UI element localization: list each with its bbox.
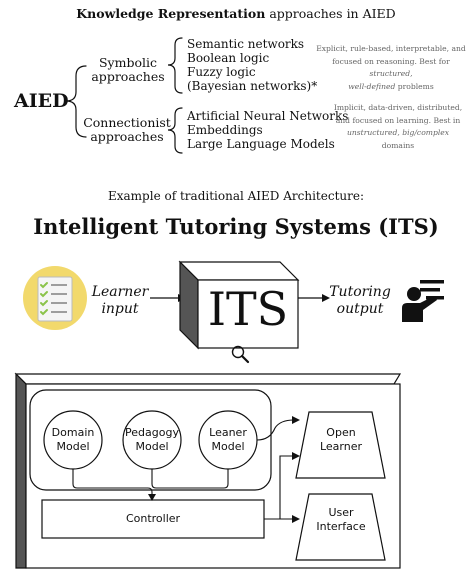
connectionist-approaches-label: Connectionist approaches <box>82 116 172 144</box>
symbolic-desc-line: Explicit, rule-based, interpretable, and <box>316 44 466 53</box>
user-interface-line: Interface <box>316 520 366 533</box>
domain-model-label: Domain Model <box>44 426 102 454</box>
user-interface-label: User Interface <box>298 506 384 534</box>
tutoring-output-line: output <box>336 301 384 317</box>
learner-input-label: Learner input <box>90 284 150 318</box>
learner-input-line: Learner <box>91 284 149 300</box>
user-interface-line: User <box>328 506 354 519</box>
pedagogy-model-line: Model <box>135 440 169 453</box>
open-learner-label: Open Learner <box>298 426 384 454</box>
connectionist-label-line1: Connectionist <box>83 115 171 130</box>
controller-box <box>41 499 265 539</box>
learner-input-line: input <box>101 301 139 317</box>
frame-side-face <box>15 372 27 569</box>
symbolic-description: Explicit, rule-based, interpretable, and… <box>312 43 470 93</box>
architecture-diagram <box>14 372 402 569</box>
symbolic-label-line2: approaches <box>91 69 165 84</box>
header-title-rest: approaches in AIED <box>265 6 396 21</box>
learner-to-open-arrow <box>256 419 295 441</box>
example-caption: Example of traditional AIED Architecture… <box>108 189 364 203</box>
symbolic-brace <box>167 37 183 94</box>
domain-model-line: Domain <box>51 426 95 439</box>
connectionist-item: Artificial Neural Networks <box>187 109 349 123</box>
its-title: Intelligent Tutoring Systems (ITS) <box>33 214 439 239</box>
domain-model-line: Model <box>56 440 90 453</box>
symbolic-item: Boolean logic <box>187 51 270 65</box>
diagram-header: Knowledge Representation approaches in A… <box>0 6 472 21</box>
symbolic-desc-line: focused on reasoning. Best for structure… <box>312 56 470 81</box>
symbolic-desc-text: problems <box>395 81 434 91</box>
symbolic-item: Semantic networks <box>187 37 305 51</box>
symbolic-desc-em: well-defined <box>348 81 396 91</box>
symbolic-desc-em: structured, <box>369 69 413 78</box>
tutoring-output-label: Tutoring output <box>328 284 392 318</box>
controller-label: Controller <box>125 512 181 525</box>
symbolic-item: Fuzzy logic <box>187 65 256 79</box>
symbolic-items-list: Semantic networks Boolean logic Fuzzy lo… <box>187 37 317 93</box>
magnifier-icon <box>231 345 250 364</box>
user-interface-shape <box>295 493 386 561</box>
header-title-bold: Knowledge Representation <box>76 6 266 21</box>
connectionist-desc-line: unstructured, big/complex <box>326 127 470 140</box>
open-learner-shape <box>295 411 386 479</box>
connectionist-desc-line: domains <box>381 140 415 150</box>
main-brace <box>65 65 87 138</box>
connectionist-items-list: Artificial Neural Networks Embeddings La… <box>187 109 348 151</box>
connectionist-desc-line: and focused on learning. Best in <box>335 115 461 125</box>
learner-model-line: Leaner <box>209 426 247 439</box>
its-cube <box>178 260 300 350</box>
checklist-icon <box>23 266 87 330</box>
symbolic-label-line1: Symbolic <box>98 55 157 70</box>
taxonomy-braces <box>65 37 183 154</box>
connectionist-item: Embeddings <box>187 123 263 137</box>
connectionist-item: Large Language Models <box>187 137 335 151</box>
frame-top-face <box>14 373 402 385</box>
symbolic-desc-line: well-defined problems <box>312 81 470 94</box>
connectionist-label-line2: approaches <box>90 129 164 144</box>
learner-model-line: Model <box>211 440 245 453</box>
models-to-controller-arrow <box>72 469 229 496</box>
symbolic-item: (Bayesian networks)* <box>187 79 318 93</box>
open-learner-line: Learner <box>319 440 363 453</box>
open-learner-line: Open <box>326 426 356 439</box>
taxonomy-root-label: AIED <box>14 90 69 112</box>
presenter-icon <box>402 280 444 322</box>
learner-model-label: Leaner Model <box>199 426 257 454</box>
tutoring-output-line: Tutoring <box>329 284 391 300</box>
its-cube-label: ITS <box>207 282 289 336</box>
connectionist-desc-line: Implicit, data-driven, distributed, <box>333 103 463 112</box>
connectionist-desc-em: unstructured, big/complex <box>346 128 450 137</box>
symbolic-approaches-label: Symbolic approaches <box>88 56 168 84</box>
connectionist-brace <box>167 107 183 154</box>
pedagogy-model-label: Pedagogy Model <box>122 426 182 454</box>
symbolic-desc-text: focused on reasoning. Best for <box>332 56 450 66</box>
connectionist-description: Implicit, data-driven, distributed, and … <box>326 102 470 152</box>
its-flow-graphic <box>23 260 444 364</box>
pedagogy-model-line: Pedagogy <box>125 426 179 439</box>
controller-to-open-arrow <box>279 455 292 519</box>
